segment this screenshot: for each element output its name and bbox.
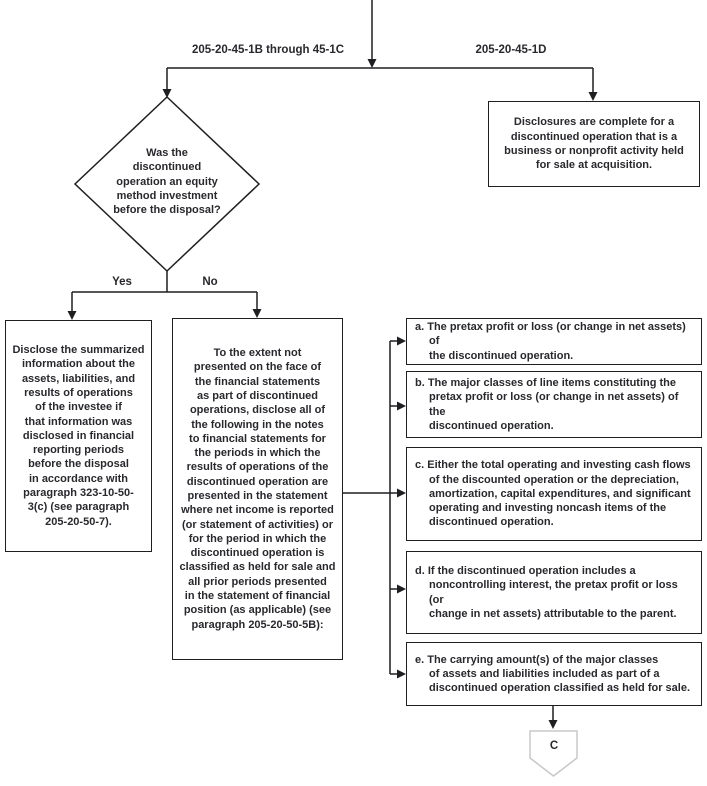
item-e-text: e. The carrying amount(s) of the major c… — [415, 653, 691, 695]
arrowhead-diamond — [162, 89, 172, 98]
offpage-connector-label: C — [549, 740, 559, 752]
arrowhead-item-c — [397, 488, 406, 498]
item-c-text: c. Either the total operating and invest… — [415, 459, 691, 529]
item-e-box: e. The carrying amount(s) of the major c… — [406, 642, 702, 706]
arrowhead-acquisition — [588, 92, 598, 101]
investee-summary-text: Disclose the summarized information abou… — [12, 344, 145, 528]
arrowhead-item-a — [397, 336, 406, 346]
item-d-text: d. If the discontinued operation include… — [415, 564, 678, 620]
item-a-text: a. The pretax profit or loss (or change … — [415, 321, 686, 362]
branch-label-45-1b: 205-20-45-1B through 45-1C — [191, 44, 345, 56]
notes-disclosure-box: To the extent not presented on the face … — [172, 318, 343, 660]
acquisition-disclosure-box: Disclosures are complete for a discontin… — [488, 101, 700, 187]
arrowhead-item-d — [397, 584, 406, 594]
item-b-box: b. The major classes of line items const… — [406, 371, 702, 438]
item-d-box: d. If the discontinued operation include… — [406, 551, 702, 634]
item-b-text: b. The major classes of line items const… — [415, 376, 679, 432]
notes-disclosure-text: To the extent not presented on the face … — [179, 347, 336, 631]
arrowhead-item-e — [397, 669, 406, 679]
arrowhead-yes — [67, 311, 77, 320]
item-a-box: a. The pretax profit or loss (or change … — [406, 318, 702, 365]
arrowhead-item-b — [397, 401, 406, 411]
no-label: No — [202, 276, 218, 288]
branch-label-45-1d: 205-20-45-1D — [475, 44, 547, 56]
arrowhead-connector-c — [548, 720, 558, 729]
arrowhead-no — [252, 309, 262, 318]
offpage-connector-shape — [529, 730, 578, 777]
acquisition-disclosure-text: Disclosures are complete for a discontin… — [504, 116, 684, 172]
arrowhead-split — [367, 59, 377, 68]
decision-diamond-text: Was the discontinued operation an equity… — [113, 147, 221, 217]
yes-label: Yes — [112, 276, 132, 288]
item-c-box: c. Either the total operating and invest… — [406, 447, 702, 541]
investee-summary-box: Disclose the summarized information abou… — [5, 320, 152, 552]
